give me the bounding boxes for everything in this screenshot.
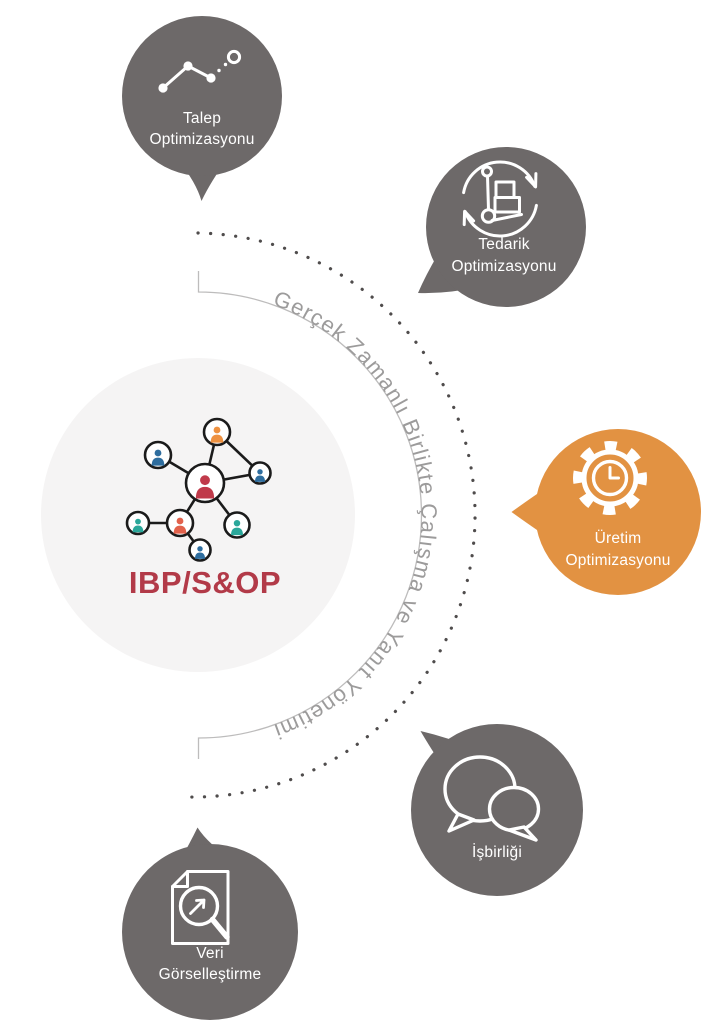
document-magnifier-icon — [171, 870, 230, 945]
people-network-icon — [125, 417, 272, 562]
bubble-uretim-circle — [535, 429, 701, 595]
supply-cycle-icon — [462, 160, 538, 238]
bubble-veri-circle — [122, 844, 298, 1020]
bubble-tedarik-circle — [426, 147, 586, 307]
dotted-arc — [186, 231, 477, 799]
bubble-isbirligi-label: İşbirliği — [472, 843, 522, 861]
center-title: IBP/S&OP — [129, 565, 281, 600]
bubble-veri-label-line2: Görselleştirme — [159, 966, 262, 983]
bubble-talep: Talep Optimizasyonu — [122, 16, 282, 201]
bubble-tedarik-label-line2: Optimizasyonu — [451, 258, 556, 275]
bubble-isbirligi: İşbirliği — [411, 724, 583, 896]
bubble-talep-circle — [122, 16, 282, 176]
bubble-veri-label-line1: Veri — [196, 945, 224, 962]
bubble-uretim-label-line1: Üretim — [595, 529, 642, 547]
bubble-uretim-label-line2: Optimizasyonu — [565, 552, 670, 569]
bubble-veri: Veri Görselleştirme — [122, 827, 298, 1020]
bubble-tedarik: Tedarik Optimizasyonu — [418, 147, 586, 307]
gear-clock-icon — [573, 441, 647, 515]
arc-guide-line — [197, 271, 423, 759]
bubble-tedarik-label-line1: Tedarik — [478, 236, 529, 253]
bubble-talep-label-line1: Talep — [183, 110, 221, 127]
trend-chart-icon — [158, 49, 242, 93]
bubble-talep-label-line2: Optimizasyonu — [149, 131, 254, 148]
center-circle — [41, 358, 355, 672]
chat-bubbles-icon — [443, 755, 541, 842]
bubble-uretim: Üretim Optimizasyonu — [511, 429, 701, 595]
